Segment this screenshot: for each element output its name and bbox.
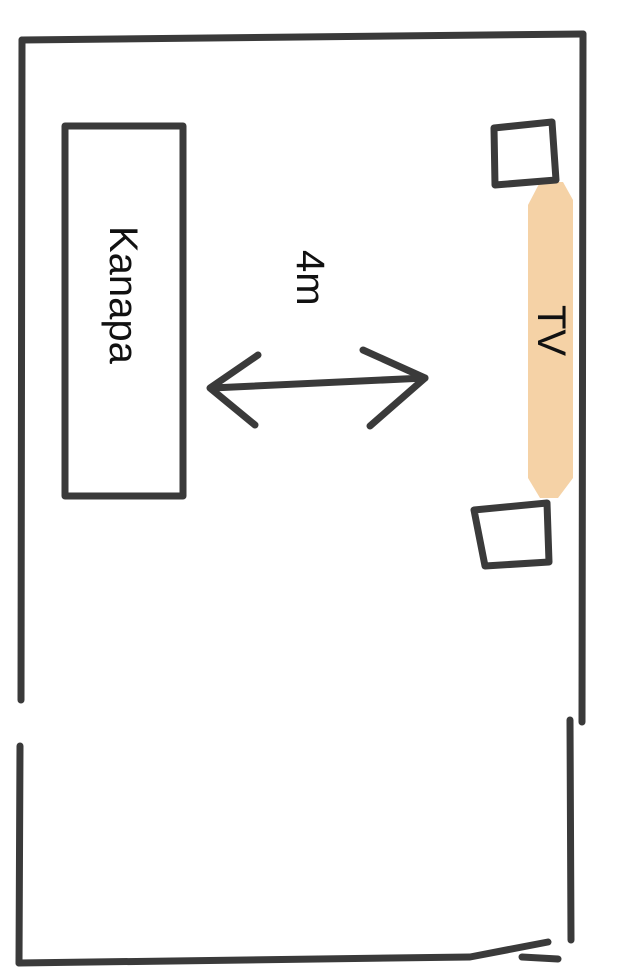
speaker-bottom bbox=[470, 499, 553, 570]
wall-left-upper bbox=[17, 36, 26, 704]
wall-bottom bbox=[15, 938, 552, 967]
tv bbox=[528, 182, 573, 498]
wall-top bbox=[18, 30, 587, 44]
sofa-label: Kanapa bbox=[101, 226, 145, 365]
distance-label: 4m bbox=[288, 250, 332, 306]
room-walls bbox=[15, 30, 587, 967]
tv-label: TV bbox=[529, 305, 573, 356]
speaker-top bbox=[490, 118, 560, 189]
distance-arrow bbox=[206, 346, 429, 430]
wall-right-lower bbox=[566, 716, 575, 944]
door-mark bbox=[518, 953, 562, 963]
sofa bbox=[61, 122, 187, 500]
wall-right-upper bbox=[578, 30, 587, 726]
wall-left-lower bbox=[15, 742, 24, 967]
